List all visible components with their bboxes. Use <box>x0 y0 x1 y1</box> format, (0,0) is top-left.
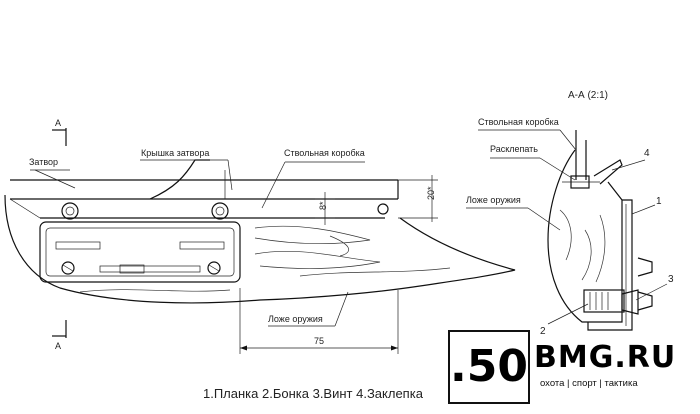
callout-4: 4 <box>644 148 650 159</box>
dimension-8: 8* <box>318 201 328 210</box>
site-logo: .50 BMG.RU охота | спорт | тактика <box>442 328 700 414</box>
label-korobka: Ствольная коробка <box>284 148 365 158</box>
section-title: А-А (2:1) <box>568 90 608 101</box>
callout-3: 3 <box>668 274 674 285</box>
logo-name: BMG.RU <box>534 340 677 375</box>
callout-1: 1 <box>656 196 662 207</box>
section-mark-top: A <box>55 118 61 128</box>
section-mark-bottom: A <box>55 341 61 351</box>
parts-caption: 1.Планка 2.Бонка 3.Винт 4.Заклепка <box>203 386 424 401</box>
logo-number: .50 <box>448 330 530 404</box>
label-rasklepat: Расклепать <box>490 144 538 154</box>
label-kryshka: Крышка затвора <box>141 148 209 158</box>
dimension-75: 75 <box>314 336 324 346</box>
side-view: A A Затвор Крышка затвора Ствольная коро… <box>4 118 516 354</box>
label-lozhe-section: Ложе оружия <box>466 195 521 205</box>
label-lozhe: Ложе оружия <box>268 314 323 324</box>
label-zatvor: Затвор <box>29 157 58 167</box>
label-korobka-section: Ствольная коробка <box>478 117 559 127</box>
section-view-aa: А-А (2:1) <box>466 90 674 337</box>
dimension-20: 20* <box>426 186 436 200</box>
logo-tagline: охота | спорт | тактика <box>540 378 638 389</box>
callout-2: 2 <box>540 326 546 337</box>
